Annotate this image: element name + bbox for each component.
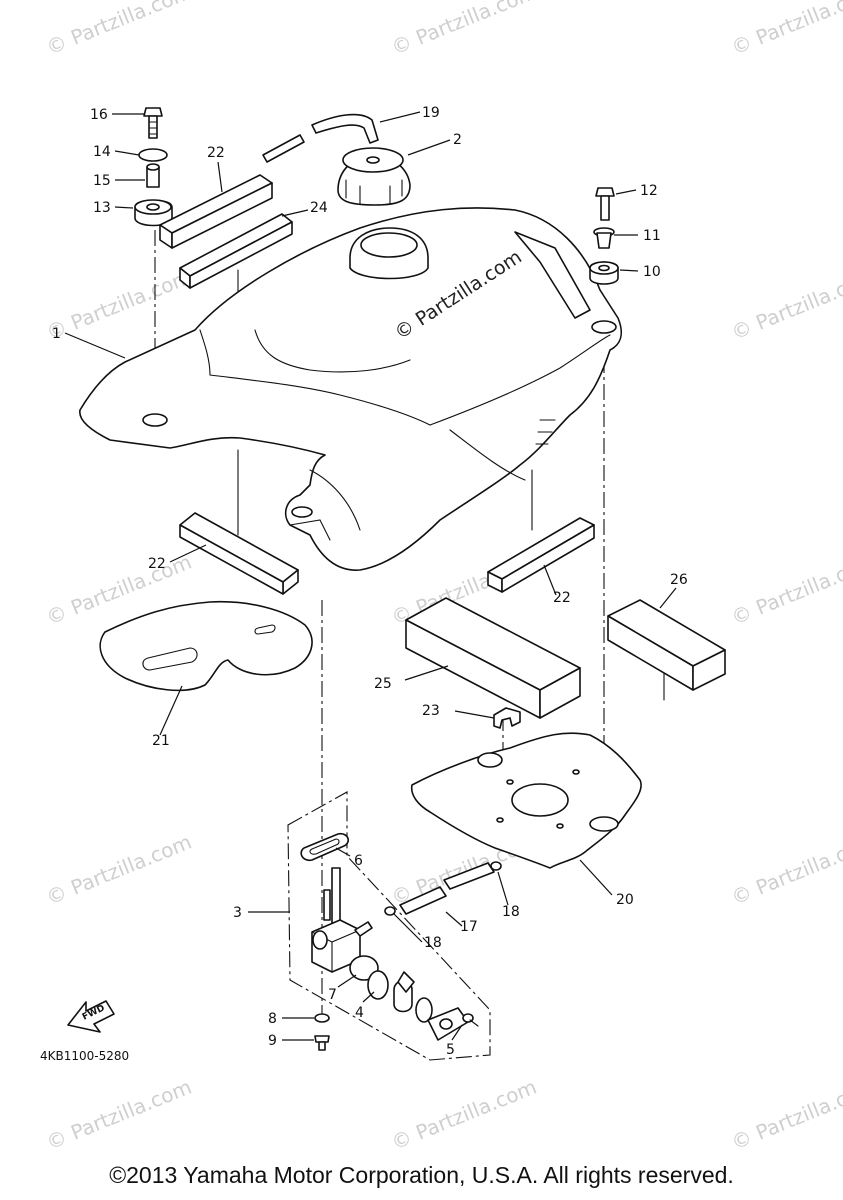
- callout-8: 8: [268, 1011, 277, 1027]
- callout-15: 15: [93, 173, 111, 189]
- right-collar: [593, 227, 615, 249]
- watermark: © Partzilla.com: [728, 1075, 843, 1155]
- right-grommet: [589, 261, 619, 285]
- callout-22c: 22: [553, 590, 571, 606]
- leader-lines: [64, 111, 677, 1041]
- fuel-cock: [311, 867, 373, 973]
- callout-26: 26: [670, 572, 688, 588]
- diagram-code: 4KB1100-5280: [40, 1049, 129, 1063]
- left-grommet: [134, 199, 173, 227]
- fuel-cock-lever: [393, 971, 433, 1023]
- watermark: © Partzilla.com: [728, 0, 843, 60]
- callout-12: 12: [640, 183, 658, 199]
- copyright-notice: ©2013 Yamaha Motor Corporation, U.S.A. A…: [109, 1162, 734, 1188]
- fuel-tank-parts-diagram: © Partzilla.com © Partzilla.com © Partzi…: [40, 0, 843, 1155]
- right-bolt: [595, 187, 615, 221]
- fwd-arrow-icon: FWD: [67, 1000, 115, 1033]
- callout-25: 25: [374, 676, 392, 692]
- callout-22b: 22: [148, 556, 166, 572]
- watermark: © Partzilla.com: [43, 265, 195, 345]
- callout-10: 10: [643, 264, 661, 280]
- pad-25: [405, 597, 581, 719]
- watermark: © Partzilla.com: [43, 0, 195, 60]
- callout-7: 7: [328, 987, 337, 1003]
- callout-18b: 18: [502, 904, 520, 920]
- callout-17: 17: [460, 919, 478, 935]
- hose-clip: [384, 906, 396, 916]
- watermark: © Partzilla.com: [388, 0, 540, 60]
- callout-1: 1: [52, 326, 61, 342]
- callout-6: 6: [354, 853, 363, 869]
- damper-strip-top-22: [159, 174, 273, 249]
- callout-11: 11: [643, 228, 661, 244]
- callout-14: 14: [93, 144, 111, 160]
- callouts: 1 2 3 4 5 6 7 8 9 10 11 12 13 14 15 16 1…: [52, 105, 688, 1058]
- watermark: © Partzilla.com: [388, 1075, 540, 1155]
- heat-protector: [99, 600, 313, 692]
- callout-18a: 18: [424, 935, 442, 951]
- callout-16: 16: [90, 107, 108, 123]
- callout-20: 20: [616, 892, 634, 908]
- fuel-cock-gasket: [300, 832, 350, 862]
- left-washer: [138, 148, 168, 162]
- callout-24: 24: [310, 200, 328, 216]
- watermark: © Partzilla.com: [728, 265, 843, 345]
- callout-5: 5: [446, 1042, 455, 1058]
- damper-strip-top-24: [179, 213, 293, 289]
- tank-plate: [410, 732, 642, 869]
- callout-22a: 22: [207, 145, 225, 161]
- fuel-cock-drain-screw: [314, 1035, 330, 1051]
- watermark: © Partzilla.com: [43, 1075, 195, 1155]
- callout-23: 23: [422, 703, 440, 719]
- callout-21: 21: [152, 733, 170, 749]
- left-bolt: [143, 107, 163, 139]
- fuel-cock-plate: [427, 1007, 469, 1041]
- damper-strip-bottom-left: [179, 512, 299, 595]
- hose-clip: [490, 861, 502, 871]
- pad-26: [607, 599, 726, 691]
- fuel-cock-assembly-outline: [287, 791, 491, 1061]
- damper-strip-bottom-right: [487, 517, 595, 593]
- left-collar: [146, 163, 160, 188]
- clip: [493, 707, 521, 729]
- callout-2: 2: [453, 132, 462, 148]
- fuel-cock-washer: [314, 1013, 330, 1023]
- watermark-group: © Partzilla.com © Partzilla.com © Partzi…: [43, 0, 843, 1155]
- fuel-cock-screw: [462, 1013, 479, 1027]
- callout-19: 19: [422, 105, 440, 121]
- callout-3: 3: [233, 905, 242, 921]
- fuel-hose: [399, 862, 495, 915]
- callout-9: 9: [268, 1033, 277, 1049]
- breather-hose: [262, 113, 379, 163]
- callout-13: 13: [93, 200, 111, 216]
- fuel-tank: [79, 207, 622, 571]
- watermark: © Partzilla.com: [43, 830, 195, 910]
- callout-4: 4: [355, 1005, 364, 1021]
- watermark: © Partzilla.com: [728, 550, 843, 630]
- fuel-tank-cap: [337, 147, 411, 206]
- watermark: © Partzilla.com: [728, 830, 843, 910]
- fuel-cock-o-ring: [367, 970, 389, 1000]
